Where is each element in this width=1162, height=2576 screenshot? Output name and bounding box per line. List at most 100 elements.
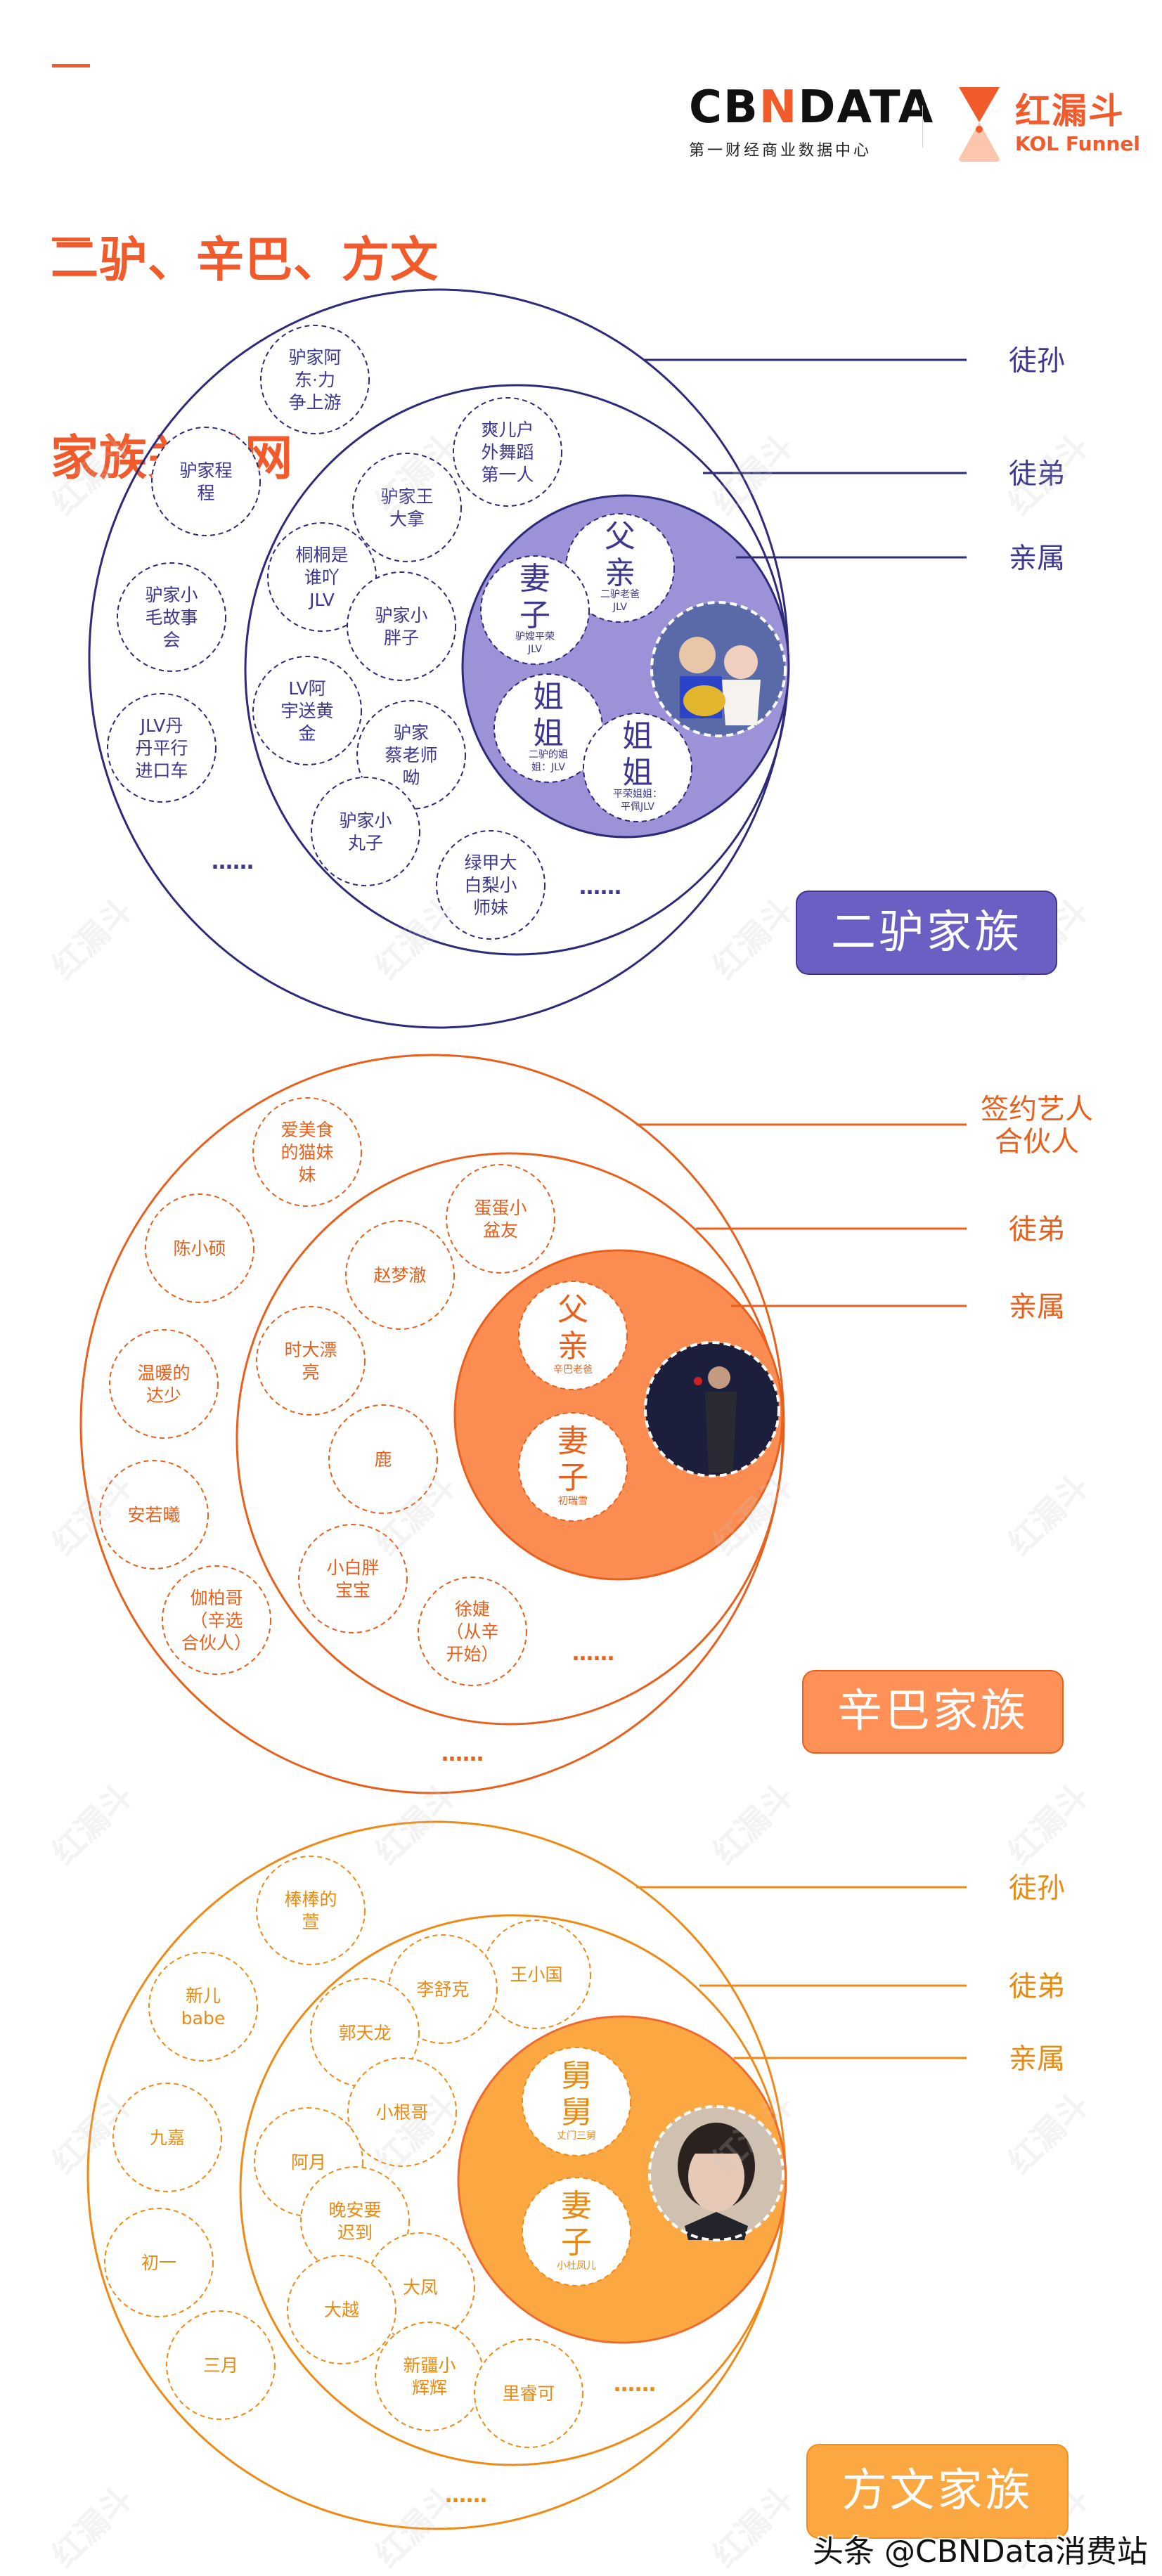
funnel-icon [959, 87, 1000, 162]
kol-funnel-name-cn: 红漏斗 [1015, 91, 1125, 131]
page-title-line1: 二驴、辛巴、方文 [51, 233, 439, 288]
kol-funnel-name-en: KOL Funnel [1015, 132, 1140, 155]
member-name: 陈小硕 [173, 1238, 226, 1259]
outer-member: 陈小硕 [145, 1193, 254, 1303]
member-name: 晚安要迟到 [328, 2200, 381, 2243]
middle-member: 徐婕（从辛开始） [418, 1577, 527, 1686]
member-circle [112, 2083, 222, 2192]
member-name: 郭天龙 [338, 2023, 391, 2043]
background-watermark: 红漏斗 [1000, 1467, 1097, 1563]
background-watermark: 红漏斗 [705, 2479, 801, 2575]
background-watermark: 红漏斗 [368, 2479, 464, 2575]
member-circle [166, 2310, 276, 2420]
background-watermark: 红漏斗 [368, 1776, 464, 1872]
member-name: 初一 [141, 2253, 176, 2273]
avatar-photo [650, 601, 787, 737]
photo-frame [650, 601, 787, 737]
cbndata-subtitle: 第一财经商业数据中心 [689, 142, 872, 160]
middle-member: LV阿宇送黄金 [252, 656, 362, 765]
diagram-erlv: 徒孙徒弟亲属驴家阿东·力争上游驴家程程驴家小毛故事会JLV丹丹平行进口车爽儿户外… [88, 288, 1065, 1029]
member-circle [287, 2255, 396, 2364]
middle-member: 驴家小胖子 [347, 571, 456, 681]
family-name: 小杜凤儿 [557, 2260, 596, 2272]
family-role: 妻子 [519, 561, 550, 633]
outer-more-ellipsis: …… [441, 1742, 484, 1766]
background-watermark: 红漏斗 [1000, 427, 1097, 523]
member-name: 驴家小胖子 [375, 605, 427, 648]
title-dash-top [52, 64, 90, 67]
background-watermark: 红漏斗 [1000, 2085, 1097, 2182]
outer-member: JLV丹丹平行进口车 [107, 693, 217, 803]
ring-label: 亲属 [1009, 542, 1065, 574]
member-circle [104, 2208, 214, 2317]
background-watermark: 红漏斗 [44, 2085, 141, 2182]
member-name: 棒棒的萱 [284, 1889, 337, 1932]
background-watermark: 红漏斗 [368, 2085, 464, 2182]
middle-member: 里睿可 [474, 2338, 583, 2448]
outer-ring [79, 1054, 785, 1794]
logo-divider [922, 105, 923, 148]
member-name: JLV丹丹平行进口车 [135, 716, 188, 781]
member-circle [252, 656, 362, 765]
member-name: 里睿可 [502, 2383, 555, 2404]
middle-member: 大越 [287, 2255, 396, 2364]
ring-label: 徒孙 [1009, 1872, 1065, 1904]
member-name: 驴家阿东·力争上游 [288, 347, 341, 413]
outer-member: 安若曦 [99, 1460, 209, 1569]
member-name: 王小国 [510, 1965, 562, 1985]
ring-label: 徒弟 [1009, 1213, 1065, 1245]
cbn-mark: N [758, 82, 799, 134]
member-circle [267, 522, 377, 632]
background-watermark: 红漏斗 [705, 427, 801, 523]
member-circle [162, 1565, 271, 1675]
middle-member: 鹿 [328, 1404, 438, 1514]
family-badge: 二驴家族 [796, 891, 1057, 975]
diagram-xinba: 签约艺人合伙人徒弟亲属爱美食的猫妹妹陈小硕温暖的达少安若曦伽柏哥（辛选合伙人）蛋… [79, 1054, 1093, 1794]
middle-member: 时大漂亮 [256, 1306, 366, 1416]
background-watermark: 红漏斗 [705, 891, 801, 987]
middle-member: 驴家王大拿 [352, 453, 462, 562]
member-name: 鹿 [374, 1449, 392, 1470]
member-circle [99, 1460, 209, 1569]
middle-more-ellipsis: …… [614, 2372, 656, 2397]
outer-member: 三月 [166, 2310, 276, 2420]
background-watermark: 红漏斗 [44, 2479, 141, 2575]
middle-member: 新疆小辉辉 [375, 2322, 484, 2431]
member-name: 赵梦澈 [373, 1265, 426, 1286]
family-name: 平荣姐姐：平佩JLV [613, 789, 662, 813]
outer-member: 驴家阿东·力争上游 [260, 325, 370, 434]
member-name: 阿月 [291, 2152, 326, 2173]
background-watermark: 红漏斗 [368, 891, 464, 987]
background-watermark: 红漏斗 [44, 1467, 141, 1563]
ring-label: 亲属 [1009, 1290, 1065, 1323]
ring-label: 亲属 [1009, 2043, 1065, 2075]
photo-frame [648, 2105, 785, 2241]
member-name: 驴家蔡老师呦 [385, 723, 437, 788]
avatar-photo [648, 2105, 785, 2241]
member-name: 李舒克 [416, 1979, 469, 2000]
family-role: 姐姐 [533, 679, 564, 751]
outer-member: 伽柏哥（辛选合伙人） [162, 1565, 271, 1675]
family-circle [518, 1281, 628, 1390]
family-role: 姐姐 [622, 718, 653, 791]
member-name: 大越 [324, 2300, 359, 2320]
member-circle [328, 1404, 438, 1514]
family-role: 父亲 [605, 519, 635, 591]
ring-label: 徒孙 [1009, 344, 1065, 377]
cbndata-wordmark: CBNDATA [689, 83, 934, 132]
member-circle [256, 1856, 366, 1965]
member-name: 小白胖宝宝 [326, 1558, 379, 1600]
middle-member: 赵梦澈 [345, 1220, 455, 1330]
